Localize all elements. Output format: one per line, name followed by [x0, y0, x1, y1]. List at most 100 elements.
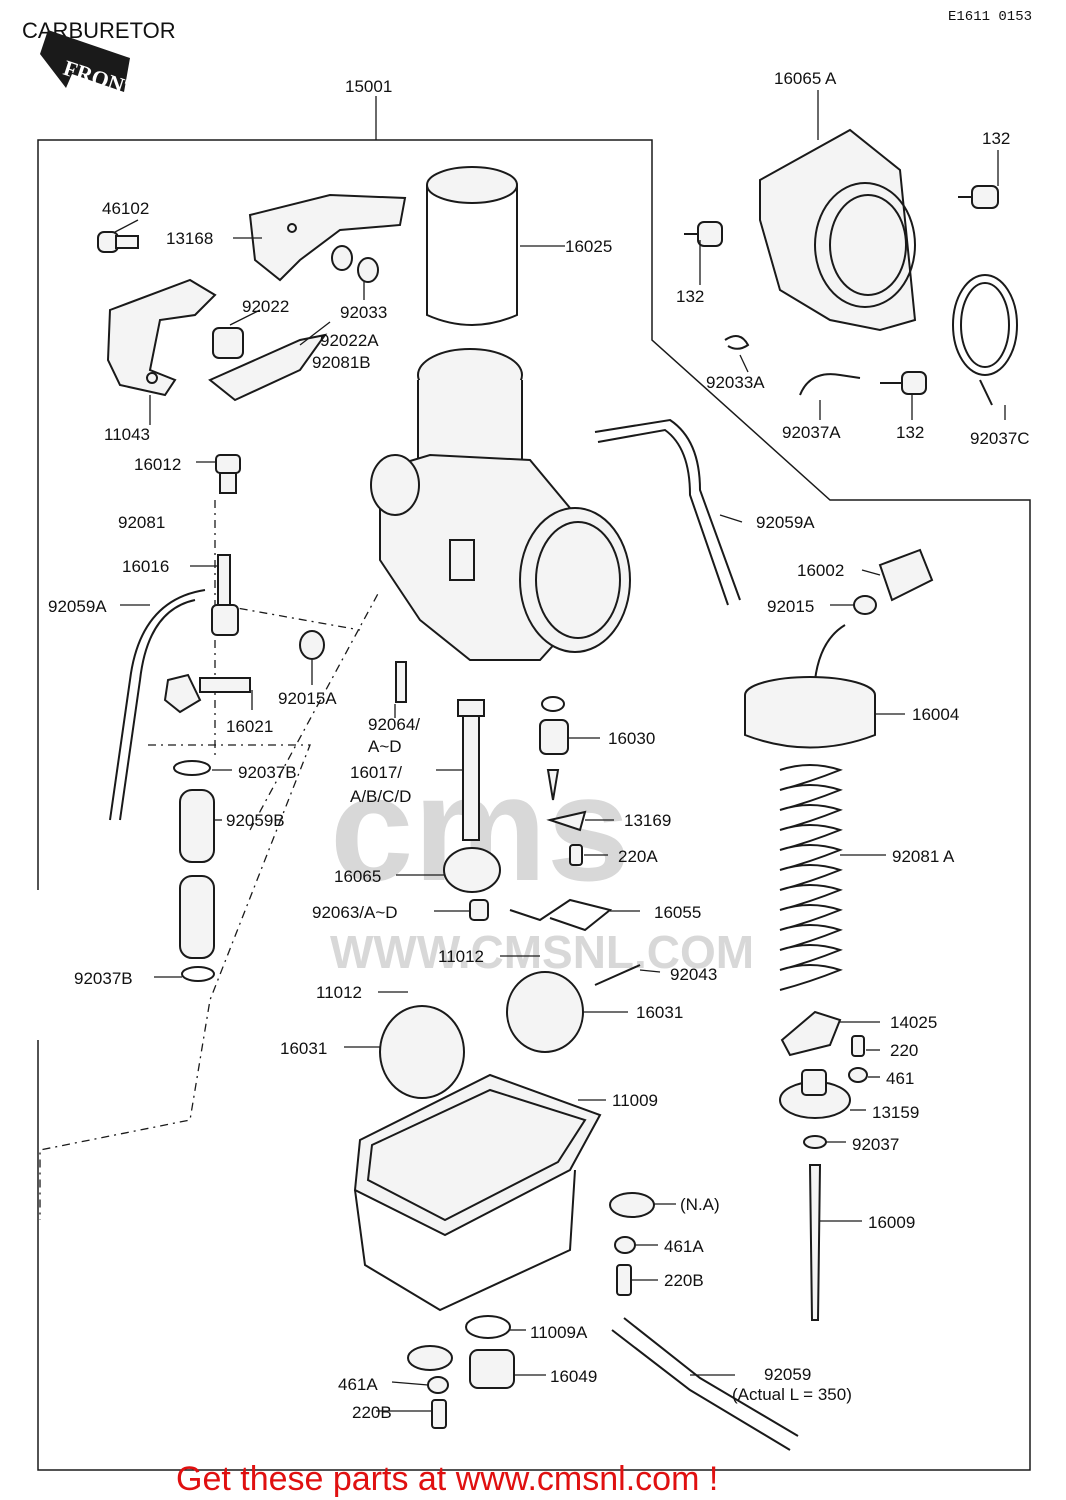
- part-label: 13169: [624, 811, 671, 830]
- float-bowl-11009: [353, 1073, 602, 1312]
- screw-46102-icon: [97, 231, 139, 253]
- lever-13169-icon: [546, 810, 587, 832]
- clip-92037-icon: [803, 1135, 827, 1149]
- clamp-band-92037C: [952, 274, 1018, 406]
- part-label: A~D: [368, 737, 402, 756]
- bolt-132-icon: [880, 371, 927, 395]
- clip-92037B-icon: [181, 966, 215, 982]
- part-label: 11043: [104, 425, 150, 444]
- part-label: 132: [676, 287, 704, 306]
- washer-92033-icon: [331, 245, 379, 283]
- part-label: 92043: [670, 965, 717, 984]
- part-label: 92033A: [706, 373, 765, 392]
- part-label: 461A: [664, 1237, 704, 1256]
- bracket-11043: [106, 278, 217, 397]
- part-label: 16065: [334, 867, 381, 886]
- part-label: 220B: [352, 1403, 392, 1422]
- needle-16017: [457, 699, 485, 841]
- bracket-13168: [248, 193, 407, 282]
- footer-promo-link[interactable]: Get these parts at www.cmsnl.com !: [176, 1460, 718, 1498]
- part-label: 220: [890, 1041, 918, 1060]
- bolt-132-icon: [684, 221, 723, 247]
- screw-220-icon: [851, 1035, 865, 1057]
- drain-plug-16049: [469, 1349, 515, 1389]
- main-jet-92063-icon: [469, 899, 489, 921]
- idle-screw-16021: [163, 673, 251, 714]
- float-arm-16055: [509, 898, 613, 932]
- pin-92043-icon: [594, 964, 641, 986]
- carburetor-body: [370, 348, 631, 661]
- cap-16002-icon: [878, 548, 934, 602]
- screw-220B-icon: [431, 1399, 447, 1429]
- part-label: 16017/: [350, 763, 402, 782]
- float-16031-right: [506, 971, 584, 1053]
- part-label: 13168: [166, 229, 213, 248]
- jet-holder-16065: [443, 847, 501, 893]
- needle-16009: [808, 1164, 822, 1321]
- plate-14025-icon: [780, 1010, 842, 1057]
- part-label: 220B: [664, 1271, 704, 1290]
- hose-92059A-right: [594, 418, 741, 606]
- clip-92037B-icon: [173, 760, 211, 776]
- part-label: 92059: [764, 1365, 811, 1384]
- part-label: 16016: [122, 557, 169, 576]
- part-label: 16031: [636, 1003, 683, 1022]
- part-label: 92081: [118, 513, 165, 532]
- plate-92081B: [208, 333, 328, 402]
- part-label: (N.A): [680, 1195, 720, 1214]
- diagram-code: E1611 0153: [948, 9, 1032, 25]
- screw-220A-icon: [569, 844, 583, 866]
- part-label: 92064/: [368, 715, 420, 734]
- hose-92059: [611, 1317, 799, 1451]
- part-label: 92033: [340, 303, 387, 322]
- leader-lines: [114, 90, 1006, 1412]
- air-filter-housing: [759, 128, 917, 332]
- part-label: 16049: [550, 1367, 597, 1386]
- part-label: 16025: [565, 237, 612, 256]
- hose-92059B: [179, 789, 215, 959]
- assembly-frame: [37, 96, 1031, 1471]
- part-label: 92015: [767, 597, 814, 616]
- part-labels: 15001 16065 A 132 46102 13168 16025 132 …: [48, 69, 1030, 1422]
- part-label: 92059A: [48, 597, 107, 616]
- part-label: 92037B: [74, 969, 133, 988]
- washer-461-icon: [848, 1067, 868, 1083]
- part-label: 92037: [852, 1135, 899, 1154]
- part-label: 16030: [608, 729, 655, 748]
- part-label: 220A: [618, 847, 658, 866]
- bracket-92037A-icon: [799, 373, 861, 396]
- stopper-92022-icon: [212, 327, 244, 359]
- part-label: 92037C: [970, 429, 1030, 448]
- part-label: 16004: [912, 705, 959, 724]
- part-label: 15001: [345, 77, 392, 96]
- part-label: 16002: [797, 561, 844, 580]
- part-label: 92015A: [278, 689, 337, 708]
- watermark-url: WWW.CMSNL.COM: [330, 926, 754, 978]
- part-label: 16021: [226, 717, 273, 736]
- part-label: 92037A: [782, 423, 841, 442]
- part-label: 92022: [242, 297, 289, 316]
- seat-16030-icon: [539, 696, 569, 801]
- part-label: A/B/C/D: [350, 787, 411, 806]
- part-label: 46102: [102, 199, 149, 218]
- part-label: 16031: [280, 1039, 327, 1058]
- valve-16012-icon: [215, 454, 241, 494]
- part-label: 92037B: [238, 763, 297, 782]
- part-label: 11009: [612, 1091, 658, 1110]
- washer-461A-icon: [614, 1236, 636, 1254]
- part-label: 132: [982, 129, 1010, 148]
- part-label: 92081B: [312, 353, 371, 372]
- part-label: 11009A: [530, 1323, 588, 1342]
- part-label: 461A: [338, 1375, 378, 1394]
- hose-92059A-left: [109, 589, 206, 821]
- part-label: 16012: [134, 455, 181, 474]
- clip-92033A-icon: [724, 335, 750, 350]
- top-cap-16004: [744, 624, 876, 749]
- part-label: 92059A: [756, 513, 815, 532]
- part-label: 16055: [654, 903, 701, 922]
- spring-92081A: [779, 764, 843, 991]
- needle-jet-16016: [211, 554, 239, 636]
- part-label: 92081 A: [892, 847, 955, 866]
- plate-NA-icon: [609, 1192, 655, 1218]
